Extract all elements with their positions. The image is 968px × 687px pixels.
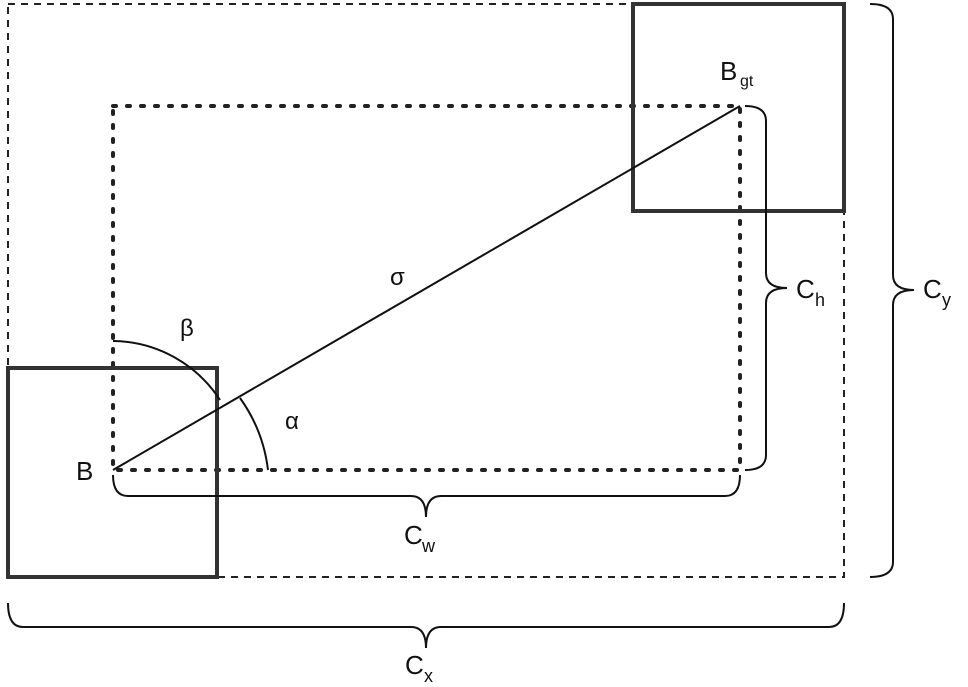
label-beta: β: [180, 315, 194, 342]
label-ch: C: [796, 274, 815, 304]
enclosing-box-outline: [7, 3, 845, 578]
label-cw: C: [404, 520, 423, 550]
label-b: B: [76, 456, 93, 486]
center-distance-line: [112, 105, 741, 471]
brace-cw: [112, 474, 741, 518]
label-cx: C: [405, 650, 424, 680]
alpha-arc: [239, 397, 269, 471]
label-ch-sub: h: [815, 290, 825, 310]
center-distance-box-outline: [111, 104, 742, 472]
brace-ch: [744, 105, 788, 471]
label-sigma: σ: [390, 264, 405, 291]
label-bgt: B: [720, 56, 737, 86]
label-cy: C: [923, 274, 942, 304]
label-cy-sub: y: [942, 290, 951, 310]
label-bgt-sub: gt: [740, 73, 754, 90]
brace-cy: [869, 3, 915, 578]
predicted-box: [6, 366, 219, 579]
ground-truth-box: [631, 2, 846, 213]
label-cw-sub: w: [421, 536, 436, 556]
label-cx-sub: x: [424, 666, 433, 686]
label-alpha: α: [285, 408, 299, 435]
brace-cx: [7, 602, 845, 649]
beta-arc: [112, 340, 221, 401]
